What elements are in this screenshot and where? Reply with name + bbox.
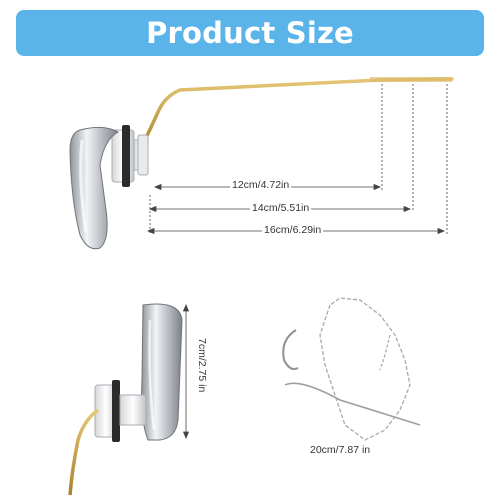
handle-dimension-line: [182, 303, 190, 440]
top-chrome-handle: [69, 126, 120, 250]
bottom-brass-arm: [68, 408, 100, 496]
title-banner: Product Size: [16, 10, 484, 56]
arm-long-dimension: 16cm/6.29in: [262, 224, 324, 236]
arm-medium-dimension: 14cm/5.51in: [250, 202, 312, 214]
bottom-mount-nut: [94, 380, 147, 442]
handle-height-dimension: 7cm/2.75 in: [196, 338, 208, 393]
top-mount-nut: [111, 125, 149, 187]
pull-chain: [282, 297, 421, 441]
chain-length-dimension: 20cm/7.87 in: [308, 444, 373, 456]
bottom-chrome-handle: [141, 303, 183, 441]
title-text: Product Size: [146, 16, 354, 50]
top-brass-arm: [138, 77, 454, 152]
arm-short-dimension: 12cm/4.72in: [230, 179, 292, 191]
